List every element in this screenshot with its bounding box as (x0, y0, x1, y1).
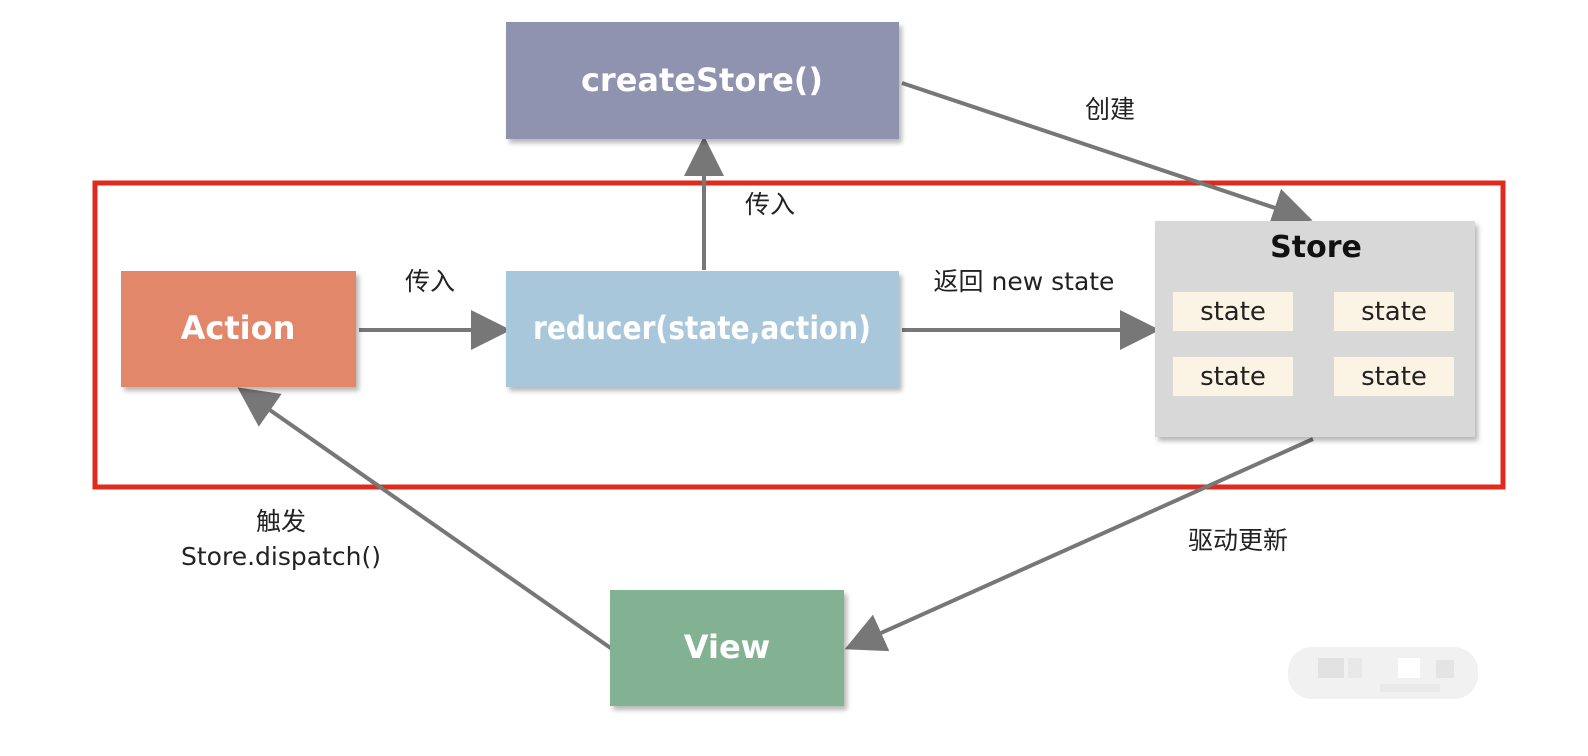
reducer-label: reducer(state,action) (533, 309, 871, 347)
highlight-frame (92, 180, 1506, 490)
edge-label-pass-in-left: 传入 (405, 267, 455, 296)
reducer-node: reducer(state,action) (506, 271, 899, 387)
state-cell (1334, 292, 1454, 331)
edge-label-trigger: 触发 (256, 507, 306, 536)
createstore-label: createStore() (581, 61, 823, 99)
action-node: Action (121, 271, 356, 387)
state-cell (1173, 357, 1293, 396)
state-label: state (1200, 362, 1266, 392)
state-label: state (1361, 362, 1427, 392)
state-cell (1173, 292, 1293, 331)
edge-label-create: 创建 (1085, 95, 1135, 124)
store-title: Store (1270, 230, 1362, 265)
edge-label-drive-update: 驱动更新 (1188, 526, 1288, 555)
edge-label-return-state: 返回 new state (934, 267, 1115, 296)
action-label: Action (181, 309, 296, 347)
arrow-view-to-action (237, 387, 614, 651)
view-node: View (610, 590, 844, 706)
view-label: View (684, 628, 770, 666)
edge-label-pass-in-top: 传入 (745, 190, 795, 219)
edge-label-dispatch: Store.dispatch() (181, 542, 381, 571)
state-label: state (1361, 297, 1427, 327)
store-node: Store state state state state (1155, 221, 1475, 437)
blurred-watermark (1288, 647, 1478, 699)
state-label: state (1200, 297, 1266, 327)
createstore-node: createStore() (506, 22, 899, 139)
state-cell (1334, 357, 1454, 396)
arrow-store-to-view (844, 437, 1314, 652)
arrow-createstore-to-store (901, 81, 1313, 227)
